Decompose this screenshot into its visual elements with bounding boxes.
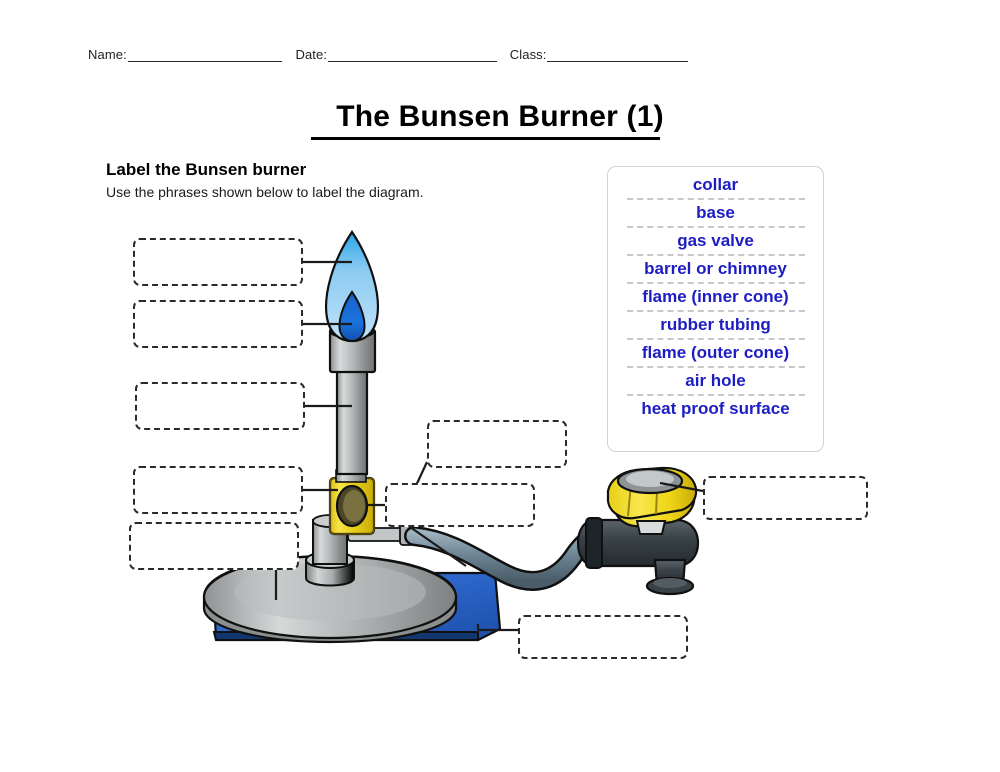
answer-box-base[interactable] — [129, 522, 299, 570]
heat-proof-mat — [212, 571, 502, 642]
instructions-heading: Label the Bunsen burner — [106, 160, 307, 179]
answer-box-gas-valve[interactable] — [703, 476, 868, 520]
collar — [328, 476, 376, 536]
date-write-in[interactable] — [328, 48, 497, 62]
title-underline — [311, 137, 660, 140]
gas-tap-body — [576, 517, 700, 596]
page-title: The Bunsen Burner (1) — [336, 100, 664, 133]
answer-box-heat-proof-surface[interactable] — [518, 615, 688, 659]
word-bank-separator — [626, 282, 805, 284]
burner-pedestal — [305, 514, 355, 587]
instructions-subtext: Use the phrases shown below to label the… — [106, 184, 424, 200]
class-write-in[interactable] — [547, 48, 688, 62]
word-bank-item-base[interactable]: base — [696, 203, 735, 222]
date-label: Date: — [295, 47, 328, 62]
leader-gas-valve — [659, 481, 704, 493]
flame-outer-cone — [325, 230, 379, 343]
word-bank-separator — [626, 226, 805, 228]
answer-box-collar[interactable] — [133, 466, 303, 514]
word-bank-separator — [626, 310, 805, 312]
student-info-line: Name: Date: Class: — [88, 42, 688, 62]
word-bank-item-air-hole[interactable]: air hole — [685, 371, 746, 390]
answer-box-flame-outer-cone[interactable] — [133, 238, 303, 286]
word-bank-item-collar[interactable]: collar — [692, 175, 739, 194]
word-bank-item-barrel-or-chimney[interactable]: barrel or chimney — [644, 259, 787, 278]
answer-box-air-hole[interactable] — [385, 483, 535, 527]
word-bank-item-flame-inner-cone[interactable]: flame (inner cone) — [642, 287, 789, 306]
gas-valve-knob — [606, 466, 698, 535]
word-bank-item-gas-valve[interactable]: gas valve — [677, 231, 754, 250]
name-write-in[interactable] — [127, 48, 283, 62]
word-bank-separator — [626, 366, 805, 368]
word-bank-item-flame-outer-cone[interactable]: flame (outer cone) — [641, 343, 790, 362]
gas-inlet-nipple — [347, 523, 415, 546]
word-bank-separator — [626, 254, 805, 256]
word-bank-separator — [626, 394, 805, 396]
barrel-chimney — [328, 323, 377, 476]
word-bank-separator — [626, 198, 805, 200]
rubber-tubing — [404, 523, 608, 591]
word-bank-item-heat-proof-surface[interactable]: heat proof surface — [641, 399, 790, 418]
class-label: Class: — [509, 47, 547, 62]
answer-box-barrel-chimney[interactable] — [135, 382, 305, 430]
answer-box-rubber-tubing[interactable] — [427, 420, 567, 468]
word-bank-item-rubber-tubing[interactable]: rubber tubing — [660, 315, 771, 334]
name-label: Name: — [88, 47, 127, 62]
air-hole — [335, 484, 369, 528]
flame-inner-cone — [338, 290, 366, 343]
word-bank: collar base gas valve barrel or chimney … — [607, 166, 824, 452]
answer-box-flame-inner-cone[interactable] — [133, 300, 303, 348]
word-bank-separator — [626, 338, 805, 340]
